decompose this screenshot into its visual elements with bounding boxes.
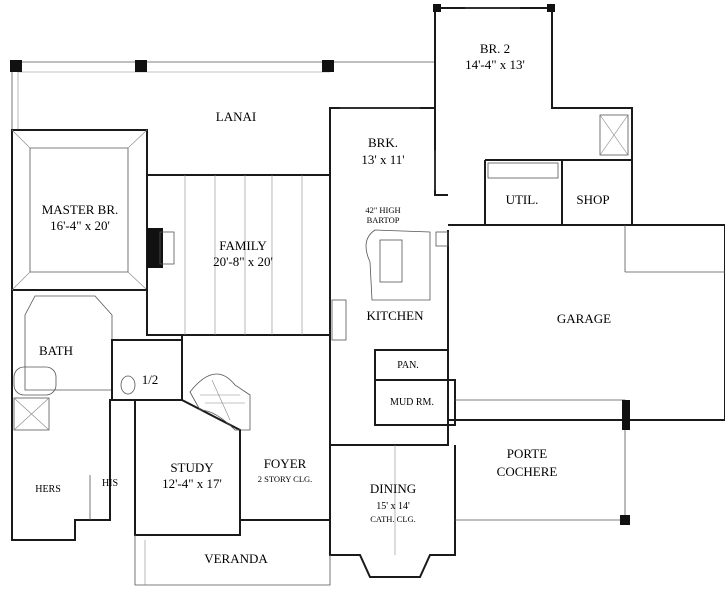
bartop-note-line2: BARTOP xyxy=(367,215,400,225)
mud-room-label: MUD RM. xyxy=(390,397,434,408)
brk-size: 13' x 11' xyxy=(361,152,404,167)
dining-walls xyxy=(329,445,456,578)
dining-size: 15' x 14' xyxy=(376,501,410,512)
foyer-note: 2 STORY CLG. xyxy=(258,474,313,484)
dining-note: CATH. CLG. xyxy=(370,514,416,524)
foyer-label: FOYER xyxy=(264,456,307,471)
kitchen-label: KITCHEN xyxy=(366,308,424,323)
br2-walls xyxy=(433,4,633,160)
porte-cochere-line1: PORTE xyxy=(507,446,547,461)
garage-label: GARAGE xyxy=(557,311,611,326)
study-label: STUDY xyxy=(170,460,214,475)
lanai-label: LANAI xyxy=(216,109,256,124)
bath-label: BATH xyxy=(39,343,73,358)
half-bath-walls xyxy=(111,339,183,401)
study-walls xyxy=(134,400,241,536)
veranda-outline xyxy=(134,535,331,586)
util-label: UTIL. xyxy=(506,192,539,207)
foyer-walls xyxy=(181,335,331,521)
mud-pantry-walls xyxy=(374,349,456,426)
shop-label: SHOP xyxy=(576,192,609,207)
bartop-note-line1: 42" HIGH xyxy=(365,205,400,215)
veranda-label: VERANDA xyxy=(204,551,268,566)
garage-walls xyxy=(448,224,725,421)
util-shop-walls xyxy=(484,114,633,226)
master-label: MASTER BR. xyxy=(42,202,119,217)
brk-label: BRK. xyxy=(368,135,398,150)
dining-label: DINING xyxy=(370,481,416,496)
br2-label: BR. 2 xyxy=(480,41,510,56)
study-size: 12'-4" x 17' xyxy=(162,476,222,491)
pantry-label: PAN. xyxy=(397,360,419,371)
his-closet-label: HIS xyxy=(102,478,118,489)
kitchen-walls xyxy=(329,165,449,446)
family-label: FAMILY xyxy=(219,238,267,253)
lanai-outline xyxy=(10,60,435,130)
half-bath-label: 1/2 xyxy=(142,372,159,387)
master-size: 16'-4" x 20' xyxy=(50,218,110,233)
breakfast-walls xyxy=(329,107,448,196)
porte-cochere-line2: COCHERE xyxy=(497,464,558,479)
family-size: 20'-8" x 20' xyxy=(213,254,273,269)
bath-walls xyxy=(11,290,135,541)
br2-size: 14'-4" x 13' xyxy=(465,57,525,72)
porte-cochere-outline xyxy=(455,399,630,525)
hers-closet-label: HERS xyxy=(35,484,61,495)
